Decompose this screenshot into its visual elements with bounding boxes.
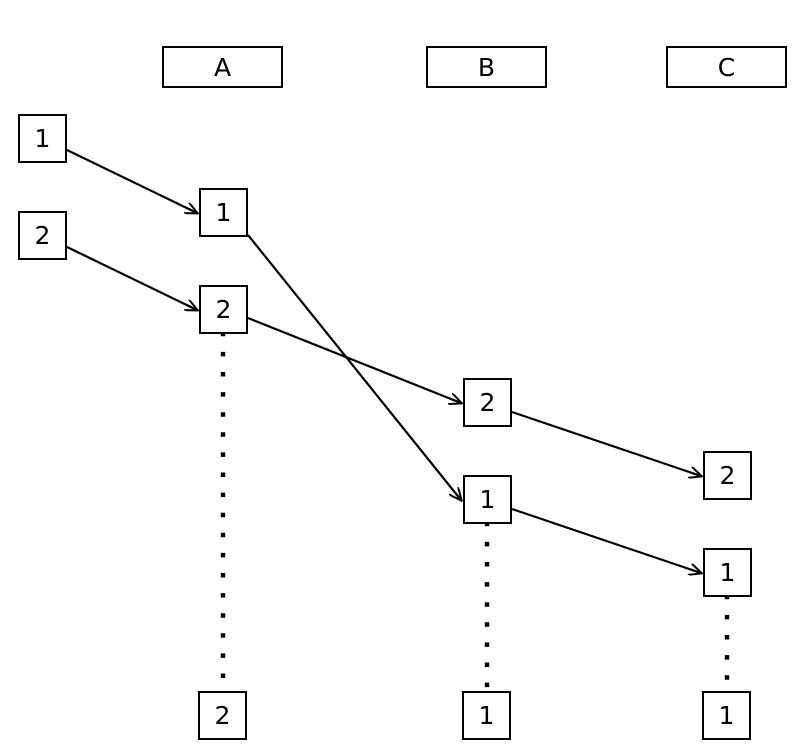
arrow-b1-to-c1 — [511, 507, 701, 573]
column-node-c-1[interactable]: 1 — [703, 548, 752, 597]
arrow-src2-to-a2 — [66, 246, 197, 310]
arrow-a2-to-b2 — [247, 316, 461, 403]
node-label: 1 — [34, 124, 51, 153]
column-header-B[interactable]: B — [426, 46, 547, 88]
column-node-b-2[interactable]: 2 — [463, 378, 512, 427]
arrow-b2-to-c2 — [511, 410, 701, 476]
arrow-a1-to-b1 — [247, 234, 461, 500]
node-label: 1 — [478, 701, 495, 730]
bottom-node-c-bottom[interactable]: 1 — [702, 691, 751, 740]
node-label: 1 — [718, 701, 735, 730]
node-label: 1 — [215, 198, 232, 227]
column-header-A[interactable]: A — [162, 46, 283, 88]
bottom-node-b-bottom[interactable]: 1 — [462, 691, 511, 740]
node-label: 2 — [719, 461, 736, 490]
node-label: A — [213, 52, 232, 82]
bottom-node-a-bottom[interactable]: 2 — [198, 691, 247, 740]
arrow-src1-to-a1 — [66, 149, 197, 213]
solid-edge-group — [66, 149, 701, 573]
column-node-c-2[interactable]: 2 — [703, 451, 752, 500]
node-label: 2 — [479, 388, 496, 417]
node-label: 1 — [479, 485, 496, 514]
node-label: C — [717, 52, 736, 82]
source-node-src-1[interactable]: 1 — [18, 114, 67, 163]
column-node-a-2[interactable]: 2 — [199, 285, 248, 334]
node-label: 2 — [214, 701, 231, 730]
source-node-src-2[interactable]: 2 — [18, 211, 67, 260]
column-node-b-1[interactable]: 1 — [463, 475, 512, 524]
column-node-a-1[interactable]: 1 — [199, 188, 248, 237]
column-header-C[interactable]: C — [666, 46, 787, 88]
node-label: 2 — [34, 221, 51, 250]
node-label: 2 — [215, 295, 232, 324]
node-label: 1 — [719, 558, 736, 587]
node-label: B — [477, 52, 496, 82]
